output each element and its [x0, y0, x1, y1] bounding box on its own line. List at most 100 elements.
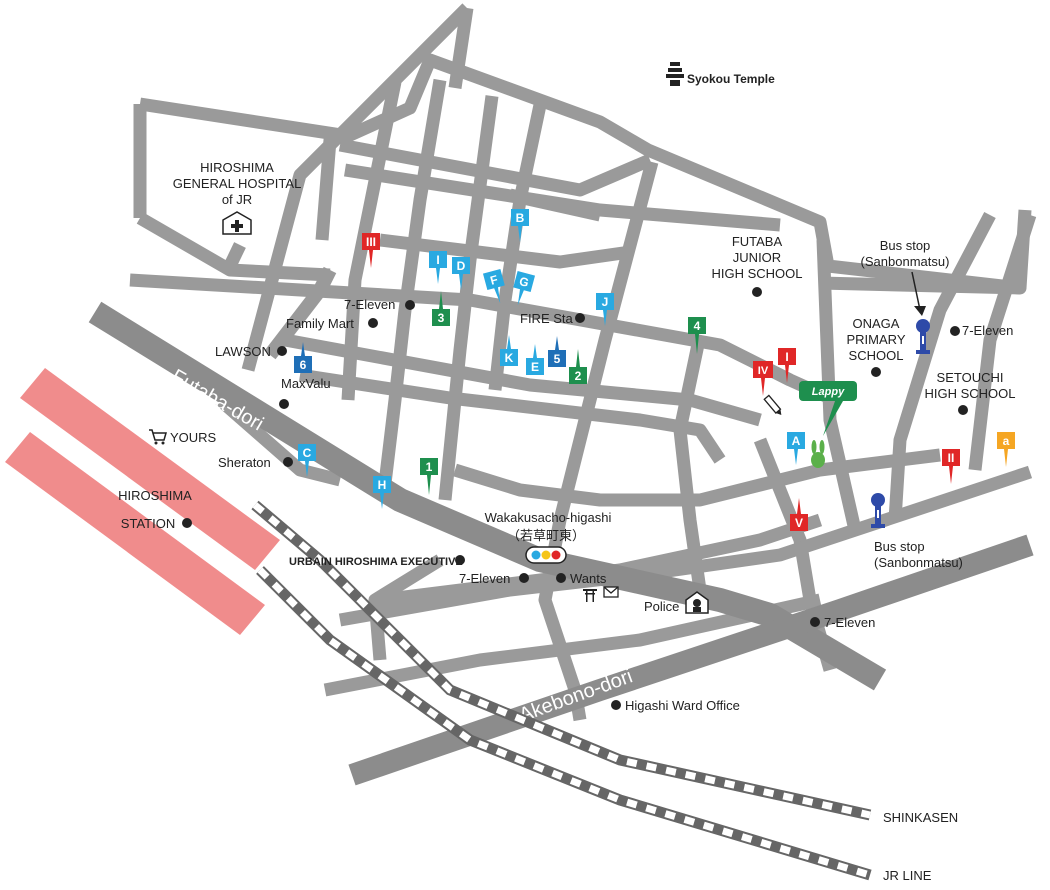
svg-text:K: K — [505, 351, 514, 365]
police-label: Police — [644, 599, 679, 614]
fire-sta-dot — [575, 313, 585, 323]
pin-V[interactable]: V — [790, 498, 808, 531]
sheraton-dot — [283, 457, 293, 467]
svg-text:6: 6 — [300, 358, 307, 372]
svg-text:H: H — [378, 478, 387, 492]
seven-eleven-3-dot — [519, 573, 529, 583]
pin-F[interactable]: F — [482, 268, 509, 306]
svg-text:IV: IV — [758, 365, 769, 377]
pin-I-cyan[interactable]: I — [429, 251, 447, 284]
maxvalu-dot — [279, 399, 289, 409]
akebono-dori-road — [348, 534, 1034, 786]
jr-line-label: JR LINE — [883, 868, 932, 883]
svg-text:5: 5 — [554, 352, 561, 366]
svg-text:C: C — [303, 446, 312, 460]
fire-sta-label: FIRE Sta — [520, 311, 574, 326]
station-label-2: STATION — [121, 516, 175, 531]
svg-text:Lappy: Lappy — [812, 386, 845, 398]
pin-G[interactable]: G — [509, 270, 536, 308]
hospital-icon — [222, 211, 252, 235]
pin-6[interactable]: 6 — [294, 342, 312, 373]
svg-text:1: 1 — [426, 460, 433, 474]
temple-label: Syokou Temple — [687, 72, 775, 86]
bus-stop-bottom-label-2: (Sanbonmatsu) — [874, 555, 963, 570]
bus-stop-bottom-icon — [871, 493, 885, 528]
svg-text:V: V — [795, 516, 803, 530]
traffic-light-icon — [525, 546, 567, 564]
street-network — [129, 3, 1037, 722]
pin-III[interactable]: III — [362, 233, 380, 268]
svg-text:E: E — [531, 360, 539, 374]
shrine-icon — [583, 589, 597, 602]
station-building-north — [20, 368, 280, 570]
futaba-school-dot — [752, 287, 762, 297]
svg-text:D: D — [457, 259, 466, 273]
onaga-school-label-1: ONAGA — [853, 316, 900, 331]
cart-icon — [149, 429, 167, 445]
pin-4[interactable]: 4 — [688, 317, 706, 354]
seven-eleven-4-dot — [810, 617, 820, 627]
svg-text:A: A — [792, 434, 801, 448]
hospital-label-1: HIROSHIMA — [200, 160, 274, 175]
pin-H[interactable]: H — [373, 476, 391, 509]
svg-text:I: I — [436, 253, 439, 267]
crossing-jp-label: （若草町東） — [507, 528, 585, 543]
pin-2[interactable]: 2 — [569, 349, 587, 384]
pin-E[interactable]: E — [526, 344, 544, 375]
bus-stop-top-label-1: Bus stop — [880, 238, 931, 253]
svg-text:I: I — [785, 350, 788, 364]
lappy-pin[interactable]: Lappy — [799, 381, 857, 436]
pin-IV[interactable]: IV — [753, 361, 773, 396]
seven-eleven-2-label: 7-Eleven — [962, 323, 1013, 338]
setouchi-school-label-2: HIGH SCHOOL — [924, 386, 1015, 401]
jr-line — [256, 566, 872, 881]
bus-stop-top-icon — [916, 319, 930, 354]
pin-B[interactable]: B — [511, 209, 529, 242]
seven-eleven-4-label: 7-Eleven — [824, 615, 875, 630]
seven-eleven-3-label: 7-Eleven — [459, 571, 510, 586]
seven-eleven-2-dot — [950, 326, 960, 336]
post-office-icon — [603, 586, 619, 598]
pin-C[interactable]: C — [298, 444, 316, 477]
station-dot — [182, 518, 192, 528]
onaga-school-dot — [871, 367, 881, 377]
svg-text:2: 2 — [575, 369, 582, 383]
wants-dot — [556, 573, 566, 583]
pin-D[interactable]: D — [452, 257, 470, 290]
bus-stop-arrow — [911, 271, 921, 311]
hospital-label-2: GENERAL HOSPITAL — [173, 176, 302, 191]
pin-I-red[interactable]: I — [778, 348, 796, 383]
family-mart-dot — [368, 318, 378, 328]
pin-K[interactable]: K — [500, 335, 518, 366]
pin-II[interactable]: II — [942, 449, 960, 484]
svg-text:a: a — [1003, 434, 1010, 448]
hospital-label-3: of JR — [222, 192, 252, 207]
onaga-school-label-3: SCHOOL — [849, 348, 904, 363]
pin-3[interactable]: 3 — [432, 291, 450, 326]
onaga-school-label-2: PRIMARY — [847, 332, 906, 347]
pin-J[interactable]: J — [596, 293, 614, 326]
crossing-label: Wakakusacho-higashi — [485, 510, 612, 525]
higashi-office-dot — [611, 700, 621, 710]
station-building-south — [5, 432, 265, 635]
svg-text:F: F — [489, 272, 500, 287]
wants-label: Wants — [570, 571, 607, 586]
pin-A[interactable]: A — [787, 432, 805, 465]
bus-stop-bottom-label-1: Bus stop — [874, 539, 925, 554]
urbain-dot — [455, 555, 465, 565]
futaba-school-label-2: JUNIOR — [733, 250, 781, 265]
shinkansen-line — [251, 500, 872, 821]
pin-5[interactable]: 5 — [548, 336, 566, 367]
svg-text:3: 3 — [438, 311, 445, 325]
lawson-label: LAWSON — [215, 344, 271, 359]
pencil-icon — [763, 394, 782, 415]
maxvalu-label: MaxValu — [281, 376, 331, 391]
pin-1[interactable]: 1 — [420, 458, 438, 495]
urbain-label: URBAIN HIROSHIMA EXECUTIVE — [289, 556, 463, 568]
futaba-spur-road — [264, 266, 337, 360]
futaba-school-label-1: FUTABA — [732, 234, 783, 249]
svg-text:III: III — [366, 235, 376, 249]
lawson-dot — [277, 346, 287, 356]
pin-a[interactable]: a — [997, 432, 1015, 467]
setouchi-school-label-1: SETOUCHI — [937, 370, 1004, 385]
